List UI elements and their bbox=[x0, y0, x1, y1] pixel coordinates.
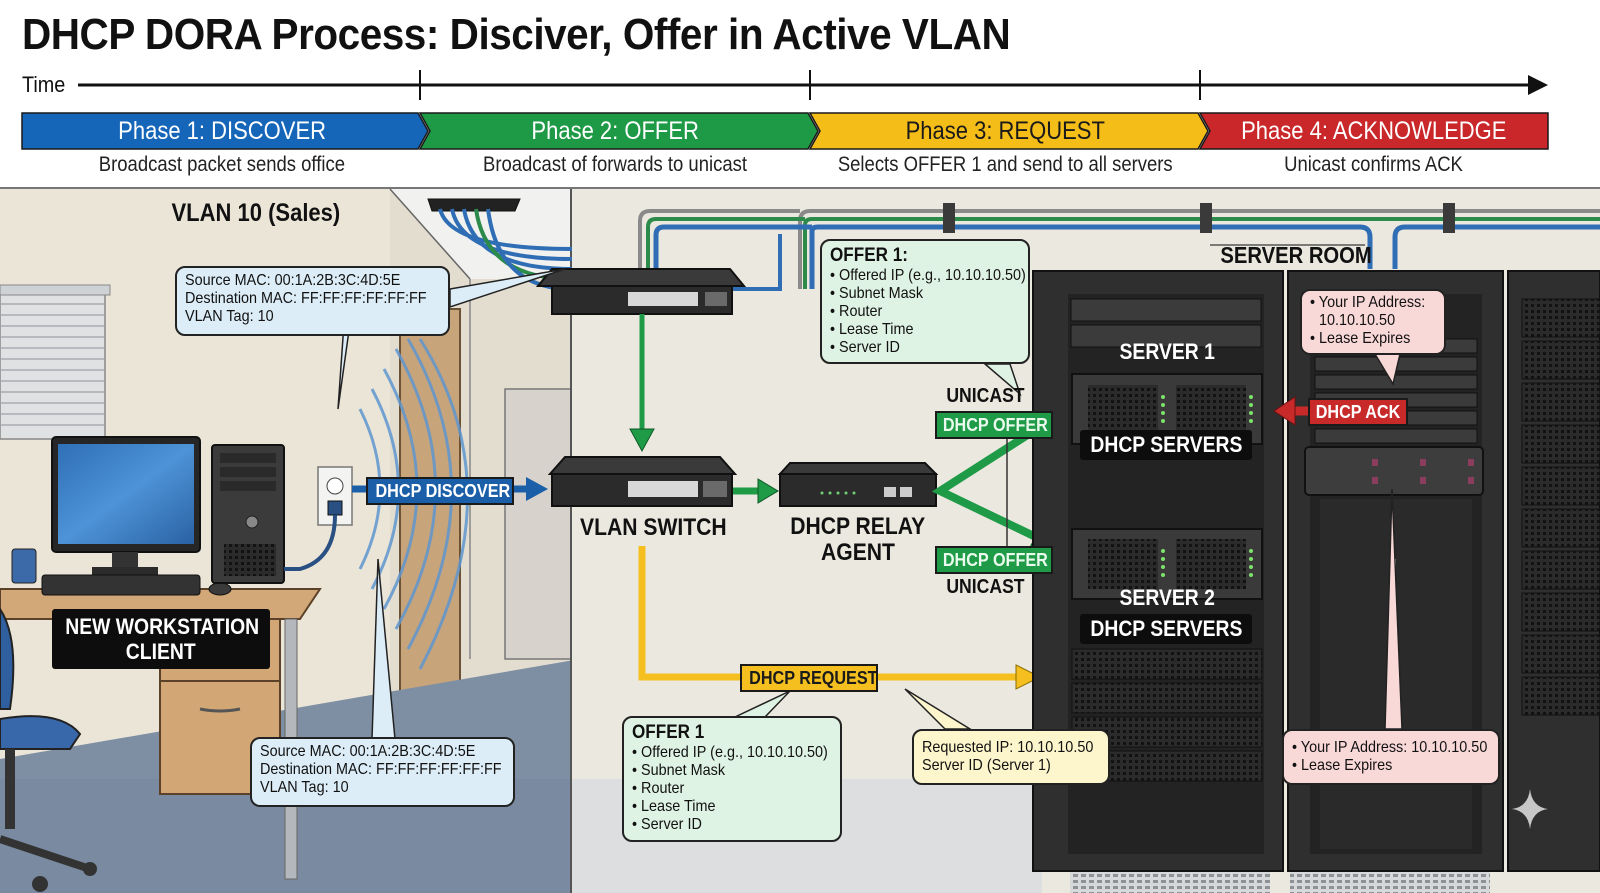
offer-item: • Router bbox=[830, 303, 883, 320]
ack-ip-value: 10.10.10.50 bbox=[1319, 312, 1396, 329]
server-room-label: SERVER ROOM bbox=[1220, 242, 1372, 268]
dhcp-discover-badge: DHCP DISCOVER bbox=[366, 477, 514, 505]
keyboard bbox=[41, 574, 201, 596]
vlan-switch bbox=[547, 456, 738, 507]
vlan-label: VLAN 10 (Sales) bbox=[171, 199, 341, 227]
offer-item: • Offered IP (e.g., 10.10.10.50) bbox=[632, 744, 828, 761]
source-mac: Source MAC: 00:1A:2B:3C:4D:5E bbox=[185, 272, 401, 289]
destination-mac: Destination MAC: FF:FF:FF:FF:FF:FF bbox=[185, 290, 427, 307]
offer-item: • Offered IP (e.g., 10.10.10.50) bbox=[830, 267, 1026, 284]
phase-4-description: Unicast confirms ACK bbox=[1284, 153, 1464, 176]
phase-1-label: Phase 1: DISCOVER bbox=[118, 116, 326, 145]
ack-lease-expires: • Lease Expires bbox=[1310, 330, 1411, 347]
cable-tray bbox=[572, 203, 1600, 291]
dhcp-offer-badge-bottom: DHCP OFFER bbox=[935, 546, 1053, 574]
ethernet-cable bbox=[284, 514, 337, 571]
phase-1-chevron bbox=[21, 112, 429, 150]
unicast-label-bottom: UNICAST bbox=[945, 576, 1025, 598]
offer-callout-bottom: OFFER 1 • Offered IP (e.g., 10.10.10.50)… bbox=[622, 716, 842, 842]
discover-packet-callout-top: Source MAC: 00:1A:2B:3C:4D:5E Destinatio… bbox=[175, 266, 450, 336]
mouse bbox=[208, 582, 232, 596]
vlan-tag: VLAN Tag: 10 bbox=[185, 308, 274, 325]
arrow-left-icon bbox=[1273, 396, 1296, 426]
offer-callout-top: OFFER 1: • Offered IP (e.g., 10.10.10.50… bbox=[820, 239, 1030, 364]
phase-2-label: Phase 2: OFFER bbox=[531, 116, 699, 145]
phase-2-description: Broadcast of forwards to unicast bbox=[482, 153, 747, 176]
corridor-door bbox=[504, 388, 576, 660]
server-rack-3 bbox=[1507, 270, 1600, 872]
workstation-monitor bbox=[51, 436, 201, 575]
network-scene: VLAN 10 (Sales) Source MAC: 00:1A:2B:3C:… bbox=[0, 187, 1600, 893]
network-wall-jack bbox=[284, 466, 353, 571]
offer-title: OFFER 1: bbox=[830, 245, 908, 266]
ack-ip-label: • Your IP Address: bbox=[1310, 294, 1426, 311]
callout-tail bbox=[982, 363, 1022, 397]
phase-1-description: Broadcast packet sends office bbox=[98, 153, 346, 176]
offer-item: • Lease Time bbox=[830, 321, 914, 338]
phase-4-chevron bbox=[1198, 112, 1549, 150]
source-mac: Source MAC: 00:1A:2B:3C:4D:5E bbox=[260, 743, 476, 760]
vlan-tag: VLAN Tag: 10 bbox=[260, 779, 349, 796]
destination-mac: Destination MAC: FF:FF:FF:FF:FF:FF bbox=[260, 761, 502, 778]
request-arrow bbox=[638, 546, 1020, 681]
unicast-label-top: UNICAST bbox=[945, 385, 1025, 407]
office-chair bbox=[0, 607, 97, 892]
phase-3-chevron bbox=[808, 112, 1209, 150]
offer-item: • Server ID bbox=[830, 339, 900, 356]
offer-item: • Lease Time bbox=[632, 798, 716, 815]
server-2-role-label: DHCP SERVERS bbox=[1080, 614, 1252, 644]
offer-title: OFFER 1 bbox=[632, 722, 705, 743]
ack-callout-top: • Your IP Address: 10.10.10.50 • Lease E… bbox=[1300, 289, 1446, 355]
phase-3-description: Selects OFFER 1 and send to all servers bbox=[837, 153, 1173, 176]
arrow-down-icon bbox=[629, 428, 655, 453]
coffee-mug bbox=[11, 548, 37, 584]
arrow-right-icon bbox=[526, 477, 548, 501]
client-label: NEW WORKSTATION CLIENT bbox=[52, 609, 270, 669]
requested-ip: Requested IP: 10.10.10.50 bbox=[922, 739, 1094, 756]
arrow-right-icon bbox=[1015, 664, 1042, 690]
ack-ip-address: • Your IP Address: 10.10.10.50 bbox=[1292, 739, 1488, 756]
ack-callout-bottom: • Your IP Address: 10.10.10.50 • Lease E… bbox=[1282, 729, 1500, 785]
server-2-label: SERVER 2 bbox=[1119, 585, 1215, 610]
requested-server-id: Server ID (Server 1) bbox=[922, 757, 1051, 774]
phase-3-label: Phase 3: REQUEST bbox=[905, 116, 1105, 145]
discover-packet-callout-bottom: Source MAC: 00:1A:2B:3C:4D:5E Destinatio… bbox=[250, 737, 515, 807]
dhcp-offer-badge-top: DHCP OFFER bbox=[935, 411, 1053, 439]
phase-4-label: Phase 4: ACKNOWLEDGE bbox=[1241, 116, 1507, 145]
sparkle-icon bbox=[1512, 789, 1548, 829]
dhcp-ack-badge: DHCP ACK bbox=[1308, 398, 1408, 426]
workstation-tower bbox=[211, 444, 285, 584]
vlan-switch-label: VLAN SWITCH bbox=[579, 514, 727, 541]
timeline-arrowhead-icon bbox=[1528, 75, 1548, 95]
dhcp-relay-agent bbox=[777, 462, 939, 507]
offer-item: • Subnet Mask bbox=[830, 285, 924, 302]
phase-bar bbox=[21, 112, 1549, 150]
page-title: DHCP DORA Process: Disciver, Offer in Ac… bbox=[22, 10, 1011, 59]
callout-tail bbox=[449, 268, 566, 309]
offer-item: • Server ID bbox=[632, 816, 702, 833]
offer-item: • Subnet Mask bbox=[632, 762, 726, 779]
timeline-axis bbox=[78, 70, 1548, 100]
phase-2-chevron bbox=[418, 112, 819, 150]
arrow-right-icon bbox=[757, 478, 779, 504]
timeline-label: Time bbox=[22, 72, 66, 97]
window-blinds bbox=[0, 284, 111, 440]
dhcp-request-badge: DHCP REQUEST bbox=[740, 664, 878, 692]
request-callout: Requested IP: 10.10.10.50 Server ID (Ser… bbox=[912, 729, 1110, 785]
ack-lease-expires: • Lease Expires bbox=[1292, 757, 1393, 774]
server-1-role-label: DHCP SERVERS bbox=[1080, 430, 1252, 460]
offer-item: • Router bbox=[632, 780, 685, 797]
core-switch bbox=[535, 268, 747, 315]
server-1-label: SERVER 1 bbox=[1119, 339, 1215, 364]
